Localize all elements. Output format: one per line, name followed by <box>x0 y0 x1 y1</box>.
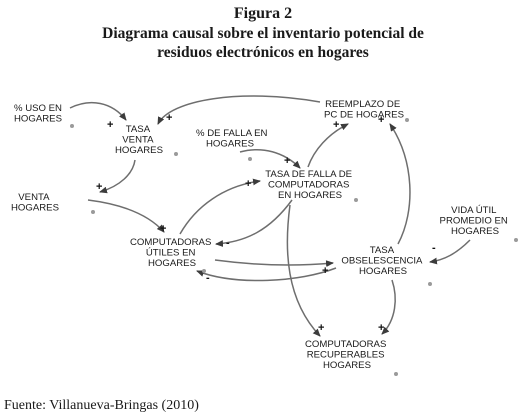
aux-dot <box>248 157 252 161</box>
arrow-tasa-falla-to-recuperables <box>286 204 321 337</box>
aux-dot <box>354 198 358 202</box>
figure-source: Fuente: Villanueva-Bringas (2010) <box>4 398 199 413</box>
polarity-obsolescencia-recuperables: + <box>378 322 384 334</box>
node-vida-util-promedio: VIDA ÚTIL PROMEDIO EN HOGARES <box>440 205 511 237</box>
node-tasa-obsolescencia: TASA OBSELESCENCIA HOGARES <box>341 245 424 277</box>
node-uso-en-hogares: % USO EN HOGARES <box>14 103 65 125</box>
figure-label: Figura 2 <box>233 5 293 22</box>
aux-dot <box>405 118 409 122</box>
arrow-tasa-venta-to-venta <box>99 159 136 194</box>
polarity-falla-tasa-falla: + <box>284 155 290 167</box>
node-tasa-falla-computadoras: TASA DE FALLA DE COMPUTADORAS EN HOGARES <box>265 169 354 201</box>
arrow-falla-to-tasa-falla <box>239 149 301 169</box>
variable-labels: % USO EN HOGARES TASA VENTA HOGARES REEM… <box>11 99 511 371</box>
arrow-obsolescencia-to-utiles <box>196 267 337 282</box>
aux-dot <box>428 282 432 286</box>
figure-title-line-1: Diagrama causal sobre el inventario pote… <box>102 25 424 42</box>
aux-dot <box>70 124 74 128</box>
polarity-tasa-falla-recuperables: + <box>318 322 324 334</box>
node-computadoras-utiles: COMPUTADORAS ÚTILES EN HOGARES <box>130 237 214 269</box>
arrow-tasa-falla-to-utiles <box>215 199 293 247</box>
polarity-obsolescencia-utiles: - <box>206 272 210 284</box>
arrow-obsolescencia-to-recuperables <box>381 279 396 335</box>
aux-dot <box>394 372 398 376</box>
polarity-vida-obsolescencia: - <box>432 242 436 254</box>
aux-dot <box>174 152 178 156</box>
polarity-venta-utiles: + <box>160 223 166 235</box>
aux-dot <box>514 238 518 242</box>
figure-header: Figura 2 Diagrama causal sobre el invent… <box>0 4 526 62</box>
node-venta-hogares: VENTA HOGARES <box>11 192 59 214</box>
polarity-tasa-falla-reemplazo: + <box>333 119 339 131</box>
arrow-utiles-to-tasa-falla <box>179 178 261 235</box>
node-tasa-venta-hogares: TASA VENTA HOGARES <box>115 124 163 156</box>
polarity-tasa-venta-venta: + <box>96 181 102 193</box>
arrow-vida-to-obsolescencia <box>429 239 471 265</box>
link-arrows <box>69 95 471 337</box>
auxiliary-dots <box>70 118 518 376</box>
figure-title-line-2: residuos electrónicos en hogares <box>157 44 369 61</box>
node-reemplazo-pc-hogares: REEMPLAZO DE PC DE HOGARES <box>324 99 404 121</box>
polarity-utiles-obsolescencia: + <box>322 265 328 277</box>
polarity-uso-tasa-venta: + <box>107 119 113 131</box>
polarity-reemplazo-tasa-venta: + <box>166 112 172 124</box>
arrow-reemplazo-to-tasa-venta <box>157 95 321 125</box>
arrow-venta-to-utiles <box>87 199 165 233</box>
arrow-uso-to-tasa-venta <box>69 101 127 121</box>
aux-dot <box>202 269 206 273</box>
arrow-utiles-to-obsolescencia <box>214 259 334 268</box>
node-falla-en-hogares: % DE FALLA EN HOGARES <box>196 128 270 150</box>
polarity-tasa-falla-utiles: - <box>226 237 230 249</box>
polarity-utiles-tasa-falla: + <box>245 178 251 190</box>
aux-dot <box>91 210 95 214</box>
node-computadoras-recuperables: COMPUTADORAS RECUPERABLES HOGARES <box>305 339 389 371</box>
polarity-obsolescencia-reemplazo: + <box>378 114 384 126</box>
arrow-tasa-falla-to-reemplazo <box>307 123 349 168</box>
arrow-obsolescencia-to-reemplazo <box>389 123 411 245</box>
polarity-signs: + + + + + + + - + - + - + + <box>96 112 436 334</box>
